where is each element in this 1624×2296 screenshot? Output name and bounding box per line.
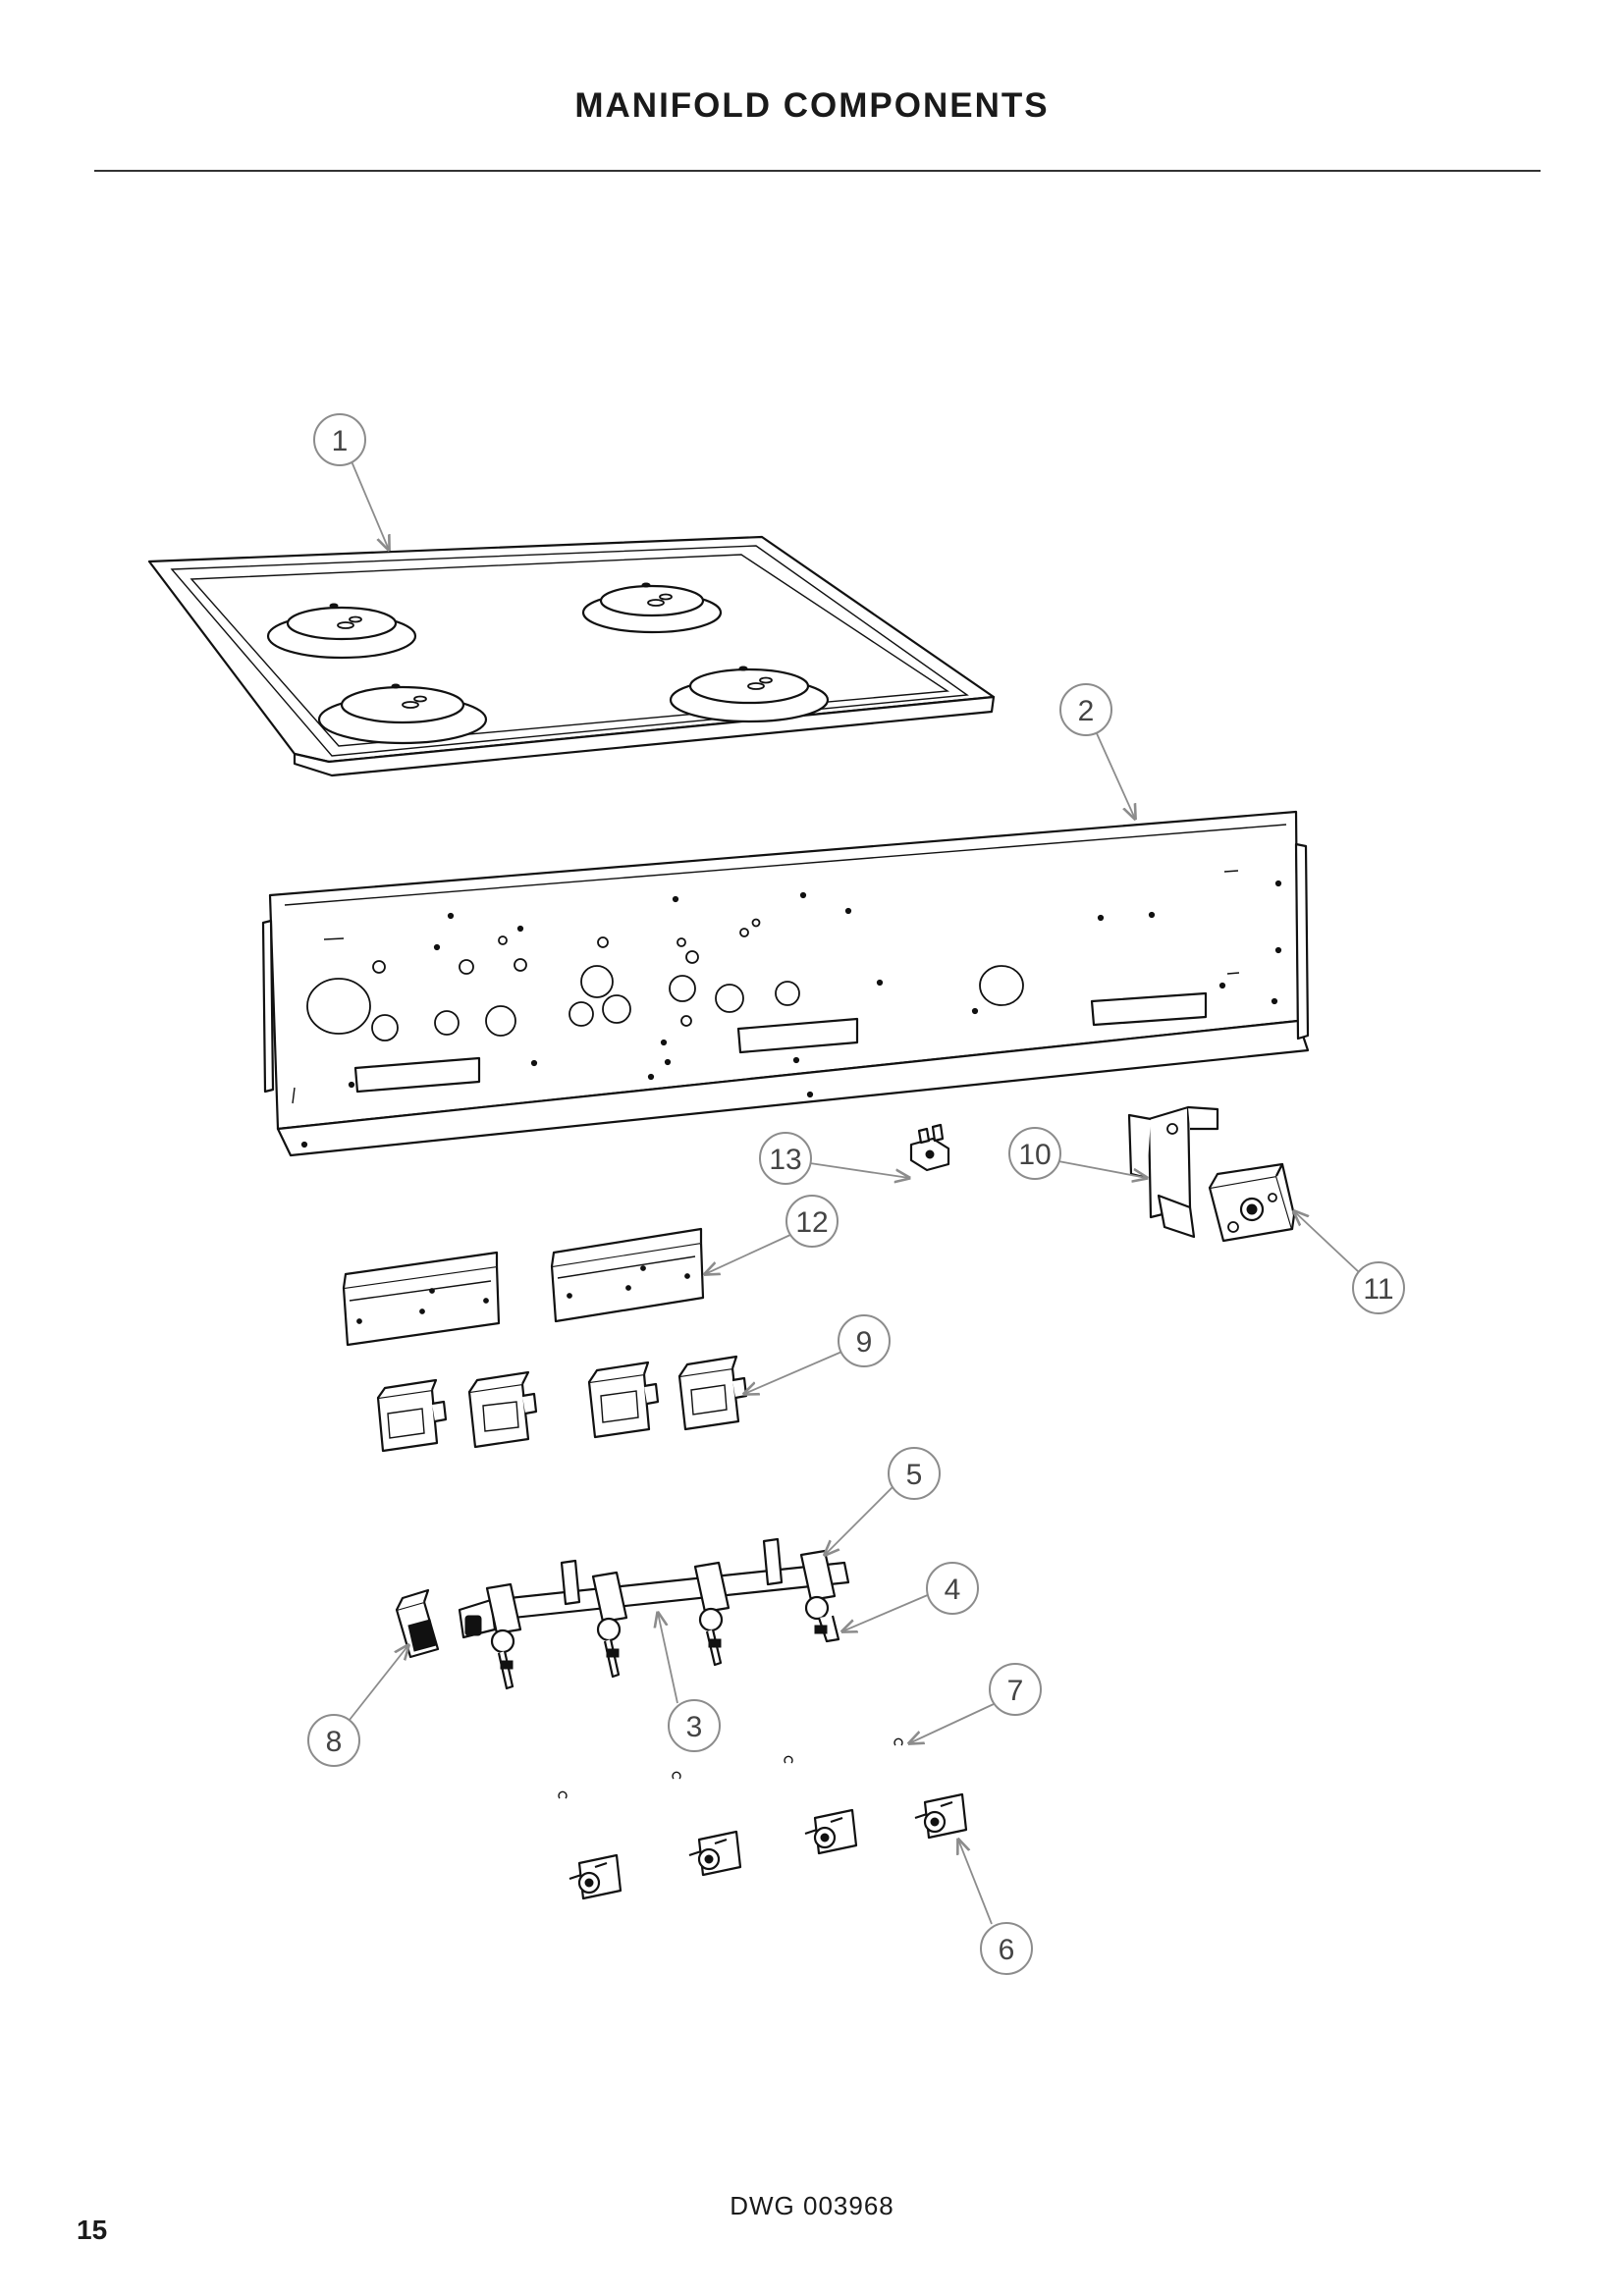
callout-11: 11: [1352, 1261, 1405, 1314]
callout-3: 3: [668, 1699, 721, 1752]
bracket-part-10: [1127, 1105, 1219, 1239]
callout-4: 4: [926, 1562, 979, 1615]
callout-9-label: 9: [856, 1326, 873, 1359]
burner-base-back-left: [266, 603, 417, 660]
burner-base-back-right: [581, 582, 723, 634]
burner-tray-part: [147, 535, 996, 777]
ignition-module-4: [677, 1355, 748, 1431]
leader-lines: [349, 460, 1360, 1925]
page-number: 15: [77, 2215, 108, 2245]
callout-5: 5: [888, 1447, 941, 1500]
ignition-module-2: [467, 1370, 538, 1449]
callout-2-label: 2: [1078, 695, 1095, 727]
callout-8-label: 8: [326, 1726, 343, 1758]
callout-10: 10: [1008, 1127, 1061, 1180]
regulator-part-8: [395, 1588, 440, 1659]
callout-1: 1: [313, 413, 366, 466]
callout-3-label: 3: [686, 1711, 703, 1743]
ignition-module-1: [376, 1378, 448, 1453]
mounting-rail-right: [550, 1227, 705, 1323]
callout-13: 13: [759, 1132, 812, 1185]
injector-holder-3: [804, 1808, 858, 1855]
callout-11-label: 11: [1363, 1273, 1393, 1306]
injector-holder-1: [568, 1853, 623, 1900]
manifold-panel-part: [261, 810, 1310, 1157]
mounting-rail-left: [342, 1251, 501, 1347]
callout-10-label: 10: [1018, 1139, 1051, 1171]
burner-base-front-left: [317, 683, 488, 745]
valve-1: [485, 1582, 522, 1690]
o-ring-parts: [558, 1737, 903, 1799]
title-divider: [94, 170, 1541, 172]
page-title: MANIFOLD COMPONENTS: [574, 86, 1050, 125]
callout-8: 8: [307, 1714, 360, 1767]
burner-base-front-right: [669, 666, 830, 723]
gas-manifold-part: [458, 1537, 850, 1690]
module-part-11: [1208, 1162, 1296, 1243]
ignition-module-3: [587, 1361, 660, 1439]
callout-4-label: 4: [945, 1574, 961, 1606]
callout-12: 12: [785, 1195, 839, 1248]
valve-2: [591, 1571, 628, 1679]
callout-7-label: 7: [1007, 1675, 1024, 1707]
drawing-number: DWG 003968: [730, 2191, 894, 2220]
callout-12-label: 12: [795, 1206, 828, 1239]
injector-holder-2: [688, 1830, 742, 1877]
valve-3: [693, 1561, 731, 1667]
callout-2: 2: [1059, 683, 1112, 736]
injector-holder-4: [914, 1792, 968, 1840]
callout-13-label: 13: [769, 1144, 801, 1176]
callout-5-label: 5: [906, 1459, 923, 1491]
callout-6-label: 6: [999, 1934, 1015, 1966]
valve-4: [799, 1549, 840, 1643]
callout-9: 9: [838, 1314, 891, 1367]
callout-6: 6: [980, 1922, 1033, 1975]
callout-7: 7: [989, 1663, 1042, 1716]
switch-part-13: [909, 1123, 950, 1172]
callout-1-label: 1: [332, 425, 349, 457]
